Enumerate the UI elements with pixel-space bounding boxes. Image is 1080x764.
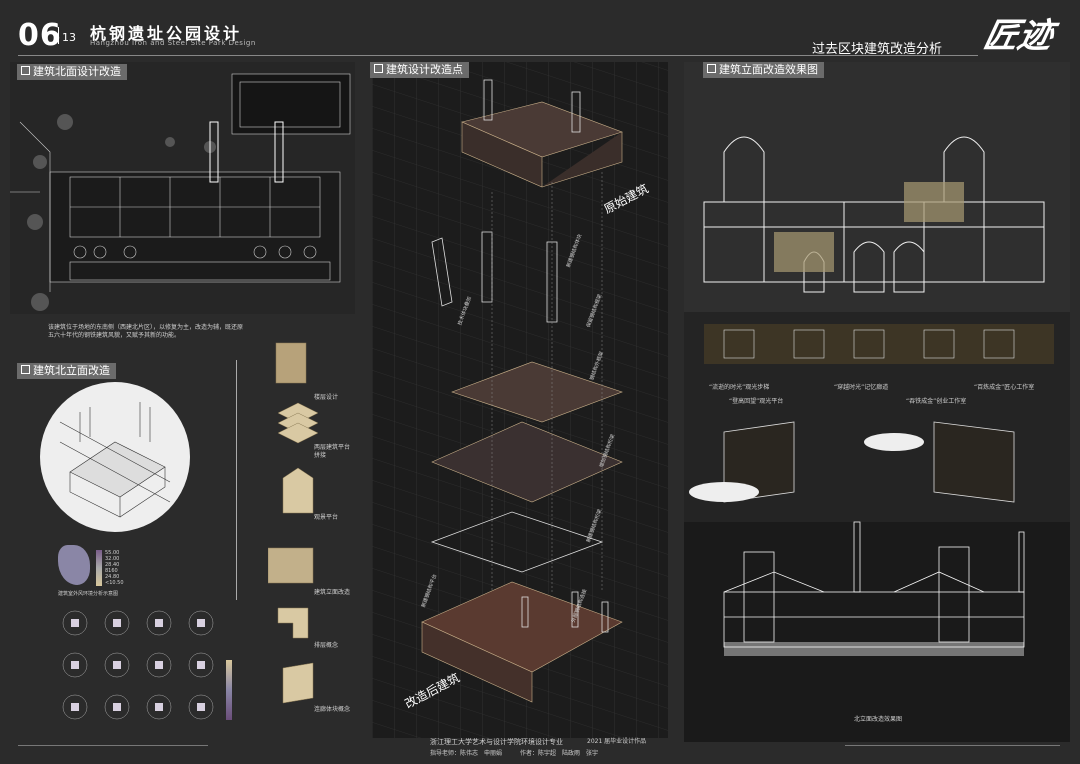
footer-rule-right: [845, 745, 1060, 746]
logo-text: 匠迹: [980, 16, 1057, 56]
section-title: 过去区块建筑改造分析: [812, 42, 943, 57]
exploded-axonometric: [372, 62, 668, 738]
plan-description: 该建筑位于场地的东南侧（西建北片区），以修复为主，改造为辅，既还原五六十年代的钢…: [48, 324, 244, 339]
facade-step-label: 建筑立面改造: [314, 589, 351, 596]
legend-value: 24.80: [105, 574, 120, 580]
facade-steps: 楼层设计 两层建筑平台拼接 观景平台 建筑立面改造 排层概念 连廊体块概念: [268, 318, 358, 738]
section-label-facade: 建筑北立面改造: [17, 363, 116, 379]
render-tag: “百炼成金”匠心工作室: [974, 384, 1035, 391]
legend-value: <10.50: [105, 580, 124, 586]
wind-diagrams: [62, 610, 214, 720]
facade-step-label: 排层概念: [314, 642, 339, 649]
plan-panel: [10, 62, 355, 314]
footer-school: 浙江理工大学艺术与设计学院环境设计专业: [430, 738, 563, 746]
render-tag: “登高回望”观光平台: [729, 398, 784, 405]
render-caption: 北立面改造效果图: [854, 716, 903, 723]
facade-circle: [40, 382, 190, 532]
page-divider: [58, 27, 59, 44]
project-title: 杭钢遗址公园设计: [90, 24, 243, 43]
facade-step-label: 连廊体块概念: [314, 706, 351, 713]
render-tag: “吞铁成金”创业工作室: [906, 398, 967, 405]
transform-panel: 原始建筑 改造后建筑 新建钢结构体块 技术体块叠加 保留钢结构框架 钢结构外框架…: [372, 62, 668, 738]
facade-step-drawings: [268, 342, 319, 704]
footer-authors: 作者：陈宇超 陆政雨 张宇: [520, 750, 599, 757]
page-number: 06: [18, 18, 62, 53]
facade-step-label: 观景平台: [314, 514, 339, 521]
logo: 匠迹: [980, 8, 1063, 68]
section-label-plan: 建筑北面设计改造: [17, 64, 127, 80]
legend-value: 32.00: [105, 556, 120, 562]
facade-step-label: 两层建筑平台拼接: [314, 444, 351, 459]
legend-value: 55.00: [105, 550, 120, 556]
wind-diagram-grid: [55, 605, 225, 725]
header-rule: [18, 55, 978, 56]
wind-caption: 建筑室外风环境分析示意图: [58, 591, 119, 597]
render-drawings: [684, 62, 1070, 742]
legend-value: 8160: [105, 568, 118, 574]
footer-rule-left: [18, 745, 208, 746]
wind-map: [58, 545, 90, 585]
render-panel: “流逝的时光”观光步梯 “登高回望”观光平台 “穿越时光”记忆廊道 “吞铁成金”…: [684, 62, 1070, 742]
footer-advisor: 指导老师：陈伟志 申丽娟: [430, 750, 503, 757]
color-scale: [226, 660, 232, 720]
facade-step-label: 楼层设计: [314, 394, 339, 401]
render-tag: “穿越时光”记忆廊道: [834, 384, 889, 391]
section-label-render: 建筑立面改造效果图: [703, 62, 824, 78]
section-label-transform: 建筑设计改造点: [370, 62, 469, 78]
render-tag: “流逝的时光”观光步梯: [709, 384, 770, 391]
footer-year: 2021 届毕业设计作品: [587, 738, 647, 745]
page-total: 13: [62, 31, 76, 44]
facade-axon: [59, 402, 171, 518]
wind-legend: 55.00 32.00 28.40 8160 24.80 <10.50: [96, 550, 140, 586]
site-plan-drawing: [10, 73, 351, 311]
facade-steps-line: [236, 360, 237, 600]
legend-value: 28.40: [105, 562, 120, 568]
project-title-en: Hangzhou Iron and Steel Site Park Design: [90, 39, 256, 47]
